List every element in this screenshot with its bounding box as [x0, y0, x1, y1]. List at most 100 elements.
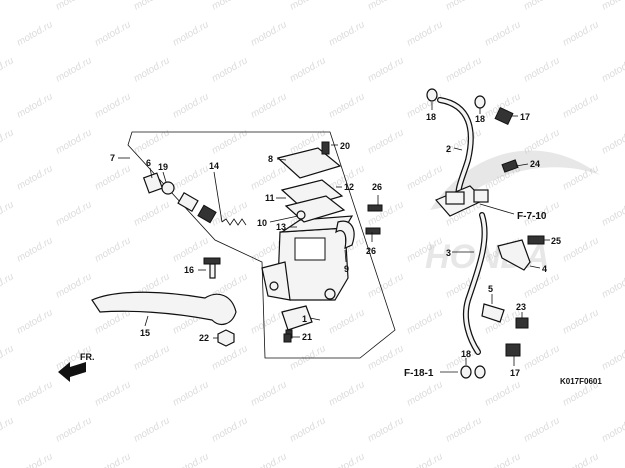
watermark-text: motod.ru — [54, 415, 94, 444]
callout-26-upper: 26 — [372, 182, 382, 192]
watermark-text: motod.ru — [561, 91, 601, 120]
cap-screw — [321, 141, 330, 155]
watermark-text: motod.ru — [444, 415, 484, 444]
bolt-23 — [515, 317, 529, 329]
callout-16: 16 — [184, 265, 194, 275]
watermark-text: motod.ru — [405, 307, 445, 336]
watermark-text: motod.ru — [249, 379, 289, 408]
washer-18-d — [474, 365, 486, 379]
watermark-text: motod.ru — [561, 451, 601, 468]
watermark-text: motod.ru — [210, 415, 250, 444]
watermark-text: motod.ru — [171, 379, 211, 408]
watermark-text: motod.ru — [132, 415, 172, 444]
watermark-text: motod.ru — [405, 379, 445, 408]
watermark-text: motod.ru — [483, 19, 523, 48]
watermark-text: motod.ru — [0, 415, 16, 444]
callout-14: 14 — [209, 161, 219, 171]
watermark-text: motod.ru — [0, 343, 16, 372]
hose-clamp-5 — [481, 303, 505, 323]
watermark-text: motod.ru — [561, 235, 601, 264]
callout-22: 22 — [199, 333, 209, 343]
watermark-text: motod.ru — [54, 199, 94, 228]
watermark-text: motod.ru — [327, 19, 367, 48]
watermark-text: motod.ru — [600, 127, 625, 156]
master-cylinder-body — [261, 215, 354, 301]
callout-23: 23 — [516, 302, 526, 312]
watermark-text: motod.ru — [15, 91, 55, 120]
watermark-text: motod.ru — [522, 343, 562, 372]
watermark-text: motod.ru — [249, 451, 289, 468]
watermark-text: motod.ru — [210, 199, 250, 228]
bolt-26-lower — [365, 227, 381, 235]
banjo-bolt-lower — [505, 343, 521, 357]
watermark-text: motod.ru — [171, 451, 211, 468]
watermark-text: motod.ru — [561, 19, 601, 48]
watermark-text: motod.ru — [522, 415, 562, 444]
callout-18-c: 18 — [461, 349, 471, 359]
watermark-text: motod.ru — [405, 451, 445, 468]
watermark-text: motod.ru — [600, 271, 625, 300]
watermark-text: motod.ru — [54, 0, 94, 13]
watermark-text: motod.ru — [132, 127, 172, 156]
watermark-text: motod.ru — [600, 199, 625, 228]
watermark-text: motod.ru — [327, 91, 367, 120]
callout-8: 8 — [268, 154, 273, 164]
watermark-text: motod.ru — [93, 91, 133, 120]
direction-label: FR. — [80, 352, 95, 362]
watermark-text: motod.ru — [366, 0, 406, 13]
watermark-text: motod.ru — [0, 127, 16, 156]
watermark-text: motod.ru — [15, 163, 55, 192]
callout-4: 4 — [542, 264, 547, 274]
callout-15: 15 — [140, 328, 150, 338]
watermark-text: motod.ru — [405, 19, 445, 48]
callout-13: 13 — [276, 222, 286, 232]
watermark-text: motod.ru — [93, 235, 133, 264]
watermark-text: motod.ru — [93, 379, 133, 408]
ref-f-7-10: F-7-10 — [479, 203, 547, 222]
watermark-text: motod.ru — [366, 271, 406, 300]
watermark-text: motod.ru — [249, 91, 289, 120]
watermark-text: motod.ru — [444, 55, 484, 84]
watermark-text: motod.ru — [132, 343, 172, 372]
ref-f-18-1: F-18-1 — [404, 368, 458, 379]
watermark-text: motod.ru — [0, 199, 16, 228]
callout-1: 1 — [302, 314, 307, 324]
callout-17-upper: 17 — [520, 112, 530, 122]
hose-joint — [434, 185, 489, 217]
watermark-text: motod.ru — [15, 451, 55, 468]
diagram-code: K017F0601 — [560, 377, 602, 386]
front-direction-arrow: FR. — [58, 352, 95, 382]
callout-6: 6 — [146, 158, 151, 168]
watermark-text: motod.ru — [561, 307, 601, 336]
callout-26-lower: 26 — [366, 246, 376, 256]
watermark-text: motod.ru — [444, 0, 484, 13]
hose-clamp-4 — [497, 239, 531, 271]
watermark-text: motod.ru — [15, 235, 55, 264]
callouts: 1 2 3 4 5 6 7 8 9 10 11 12 13 14 15 16 1… — [110, 112, 561, 378]
watermark-text: motod.ru — [210, 127, 250, 156]
watermark-text: motod.ru — [132, 55, 172, 84]
watermark-text: motod.ru — [483, 379, 523, 408]
watermark-text: motod.ru — [15, 379, 55, 408]
watermark-text: motod.ru — [366, 127, 406, 156]
callout-25: 25 — [551, 236, 561, 246]
watermark-text: motod.ru — [327, 451, 367, 468]
watermark-text: motod.ru — [249, 163, 289, 192]
watermark-text: motod.ru — [0, 0, 16, 13]
watermark-text: motod.ru — [210, 343, 250, 372]
svg-text:F-18-1: F-18-1 — [404, 368, 434, 379]
callout-17-lower: 17 — [510, 368, 520, 378]
watermark-text: motod.ru — [0, 271, 16, 300]
watermark-text: motod.ru — [171, 91, 211, 120]
watermark-text: motod.ru — [93, 163, 133, 192]
lever-nut — [217, 329, 235, 347]
watermark-text: motod.ru — [54, 271, 94, 300]
leader-lines — [118, 102, 550, 366]
reservoir-cap — [276, 147, 346, 223]
piston-kit — [142, 172, 247, 226]
callout-5: 5 — [488, 284, 493, 294]
svg-text:F-7-10: F-7-10 — [517, 211, 547, 222]
watermark-text: motod.ru — [171, 19, 211, 48]
watermark-text: motod.ru — [600, 0, 625, 13]
watermark-text: motod.ru — [132, 199, 172, 228]
